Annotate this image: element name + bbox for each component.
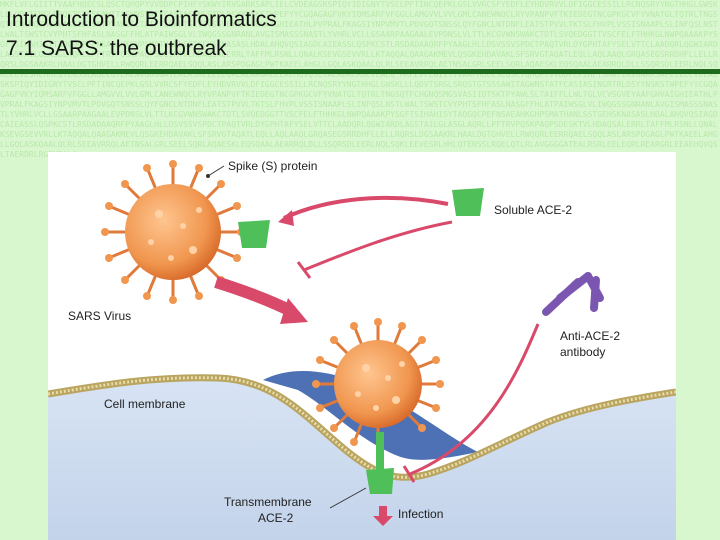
transmembrane-ace2-icon [366, 468, 394, 494]
sars-ace2-figure: Soluble ACE-2 Spike (S) protein SARS Vir… [48, 152, 676, 540]
soluble-ace2-icon [452, 188, 484, 216]
soluble-ace2-bound-icon [238, 220, 270, 248]
inhibition-line [303, 220, 453, 272]
title-divider [0, 69, 720, 74]
label-sars-virus: SARS Virus [68, 309, 131, 323]
label-transmembrane-line2: ACE-2 [258, 511, 294, 525]
label-transmembrane-line1: Transmembrane [224, 495, 312, 509]
anti-ace2-antibody-icon [542, 272, 604, 316]
sars-virus-bound-icon [312, 318, 444, 446]
label-anti-ace2-line2: antibody [560, 345, 605, 359]
inhibition-antibody-line [409, 323, 540, 476]
label-soluble-ace2: Soluble ACE-2 [494, 203, 572, 217]
cell-body [48, 377, 676, 540]
title-line-1: Introduction to Bioinformatics [6, 8, 277, 31]
slide-title: Introduction to Bioinformatics 7.1 SARS:… [6, 5, 277, 63]
sars-virus-top-icon [101, 160, 245, 304]
label-anti-ace2-line1: Anti-ACE-2 [560, 329, 620, 343]
label-spike-protein: Spike (S) protein [228, 159, 317, 173]
arrow-soluble-to-virus [283, 195, 449, 220]
infection-arrow-icon [373, 506, 393, 526]
title-line-2: 7.1 SARS: the outbreak [6, 37, 227, 60]
label-infection: Infection [398, 507, 443, 521]
arrow-virus-to-cell [214, 276, 296, 318]
label-cell-membrane: Cell membrane [104, 397, 186, 411]
